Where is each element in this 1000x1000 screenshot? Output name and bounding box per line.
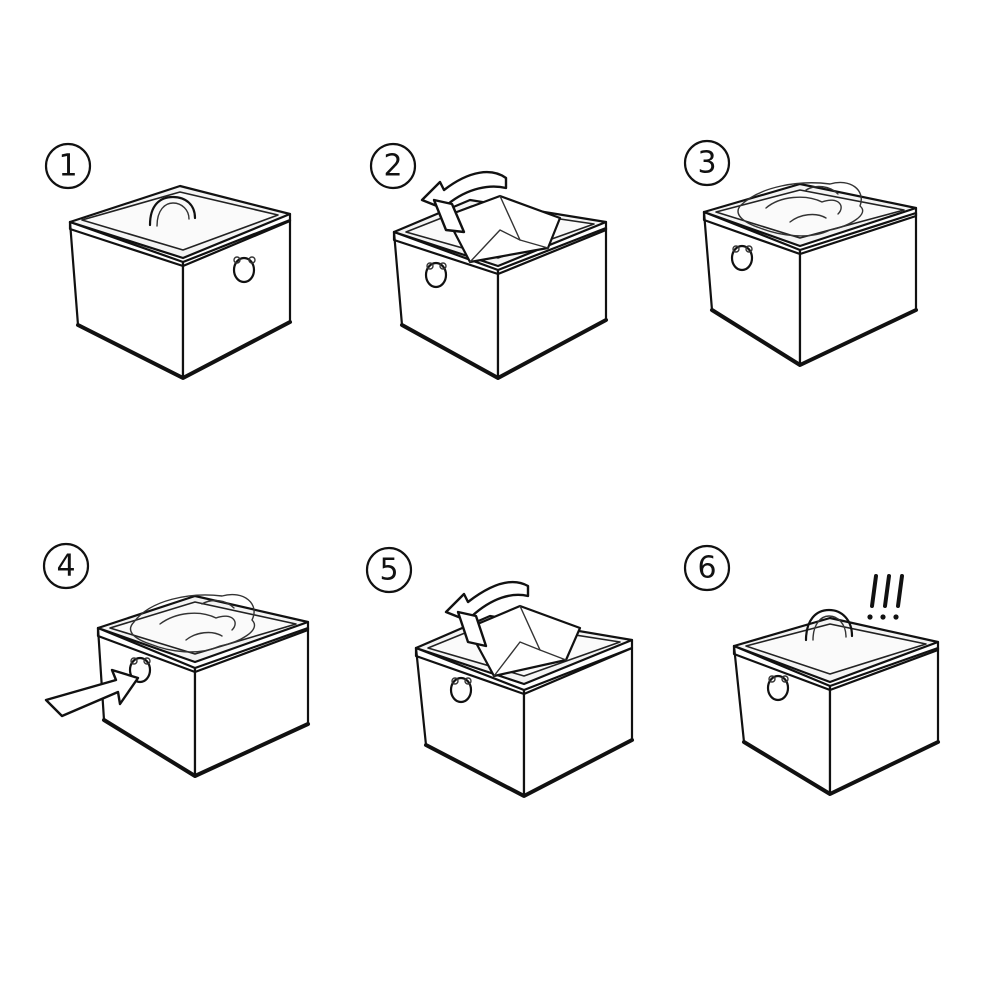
side-handle-icon <box>424 261 448 289</box>
step-4-number: 4 <box>42 542 90 590</box>
side-handle-icon <box>128 656 152 684</box>
svg-text:5: 5 <box>379 553 398 588</box>
step-4-box <box>44 593 310 778</box>
step-6-number: 6 <box>683 544 731 592</box>
step-5-number: 5 <box>365 546 413 594</box>
curved-arrow-icon <box>420 171 508 234</box>
step-2-box <box>392 171 608 380</box>
svg-text:1: 1 <box>58 149 77 184</box>
svg-text:3: 3 <box>697 146 716 181</box>
step-6: 6 <box>683 544 940 796</box>
step-5-box <box>414 580 634 798</box>
top-handle-icon <box>804 608 854 642</box>
svg-text:6: 6 <box>697 551 716 586</box>
svg-text:4: 4 <box>56 549 75 584</box>
side-handle-icon <box>730 244 754 272</box>
step-4: 4 <box>42 542 310 778</box>
step-5: 5 <box>365 546 634 798</box>
step-1-box <box>68 184 292 380</box>
contents-icon <box>737 181 864 237</box>
step-3-number: 3 <box>683 139 731 187</box>
step-6-box <box>732 574 940 796</box>
step-3-box <box>702 181 918 367</box>
contents-icon <box>129 593 256 653</box>
side-handle-icon <box>766 674 790 702</box>
lid-icon <box>466 604 582 678</box>
exclamation-marks-icon <box>867 574 904 620</box>
side-handle-icon <box>232 256 256 284</box>
step-1-number: 1 <box>44 142 92 190</box>
lid-icon <box>444 194 562 264</box>
side-handle-icon <box>449 676 473 704</box>
step-1: 1 <box>44 142 292 380</box>
push-arrow-icon <box>44 668 140 718</box>
step-2: 2 <box>369 142 608 380</box>
curved-arrow-icon <box>444 580 530 648</box>
svg-text:2: 2 <box>383 149 402 184</box>
step-3: 3 <box>683 139 918 367</box>
step-2-number: 2 <box>369 142 417 190</box>
